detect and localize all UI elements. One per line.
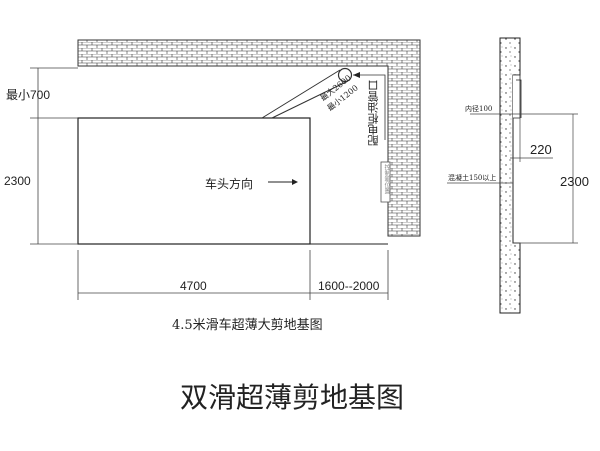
pipe-outlet-circle — [337, 67, 353, 83]
section-length-label: 2300 — [560, 174, 589, 189]
brick-wall — [77, 39, 421, 237]
diagram-title: 双滑超薄剪地基图 — [180, 381, 405, 414]
direction-label: 车头方向 — [205, 177, 254, 191]
pipe-outlet-label: 配电柜油管口 — [367, 80, 380, 146]
concrete-label: 混凝土150以上 — [448, 174, 497, 182]
pit-outline — [77, 117, 311, 245]
length-label: 4700 — [180, 279, 207, 293]
plan-caption: 4.5米滑车超薄大剪地基图 — [172, 318, 323, 333]
depth-label: 2300 — [4, 174, 31, 188]
control-box-label: 控制箱位置 — [383, 164, 389, 194]
pipe-diameter-label: 内径100 — [465, 105, 493, 113]
pit-depth-label: 220 — [530, 142, 552, 157]
control-box — [380, 161, 391, 203]
min-clearance-label: 最小700 — [6, 88, 51, 102]
side-gap-label: 1600--2000 — [318, 279, 380, 293]
